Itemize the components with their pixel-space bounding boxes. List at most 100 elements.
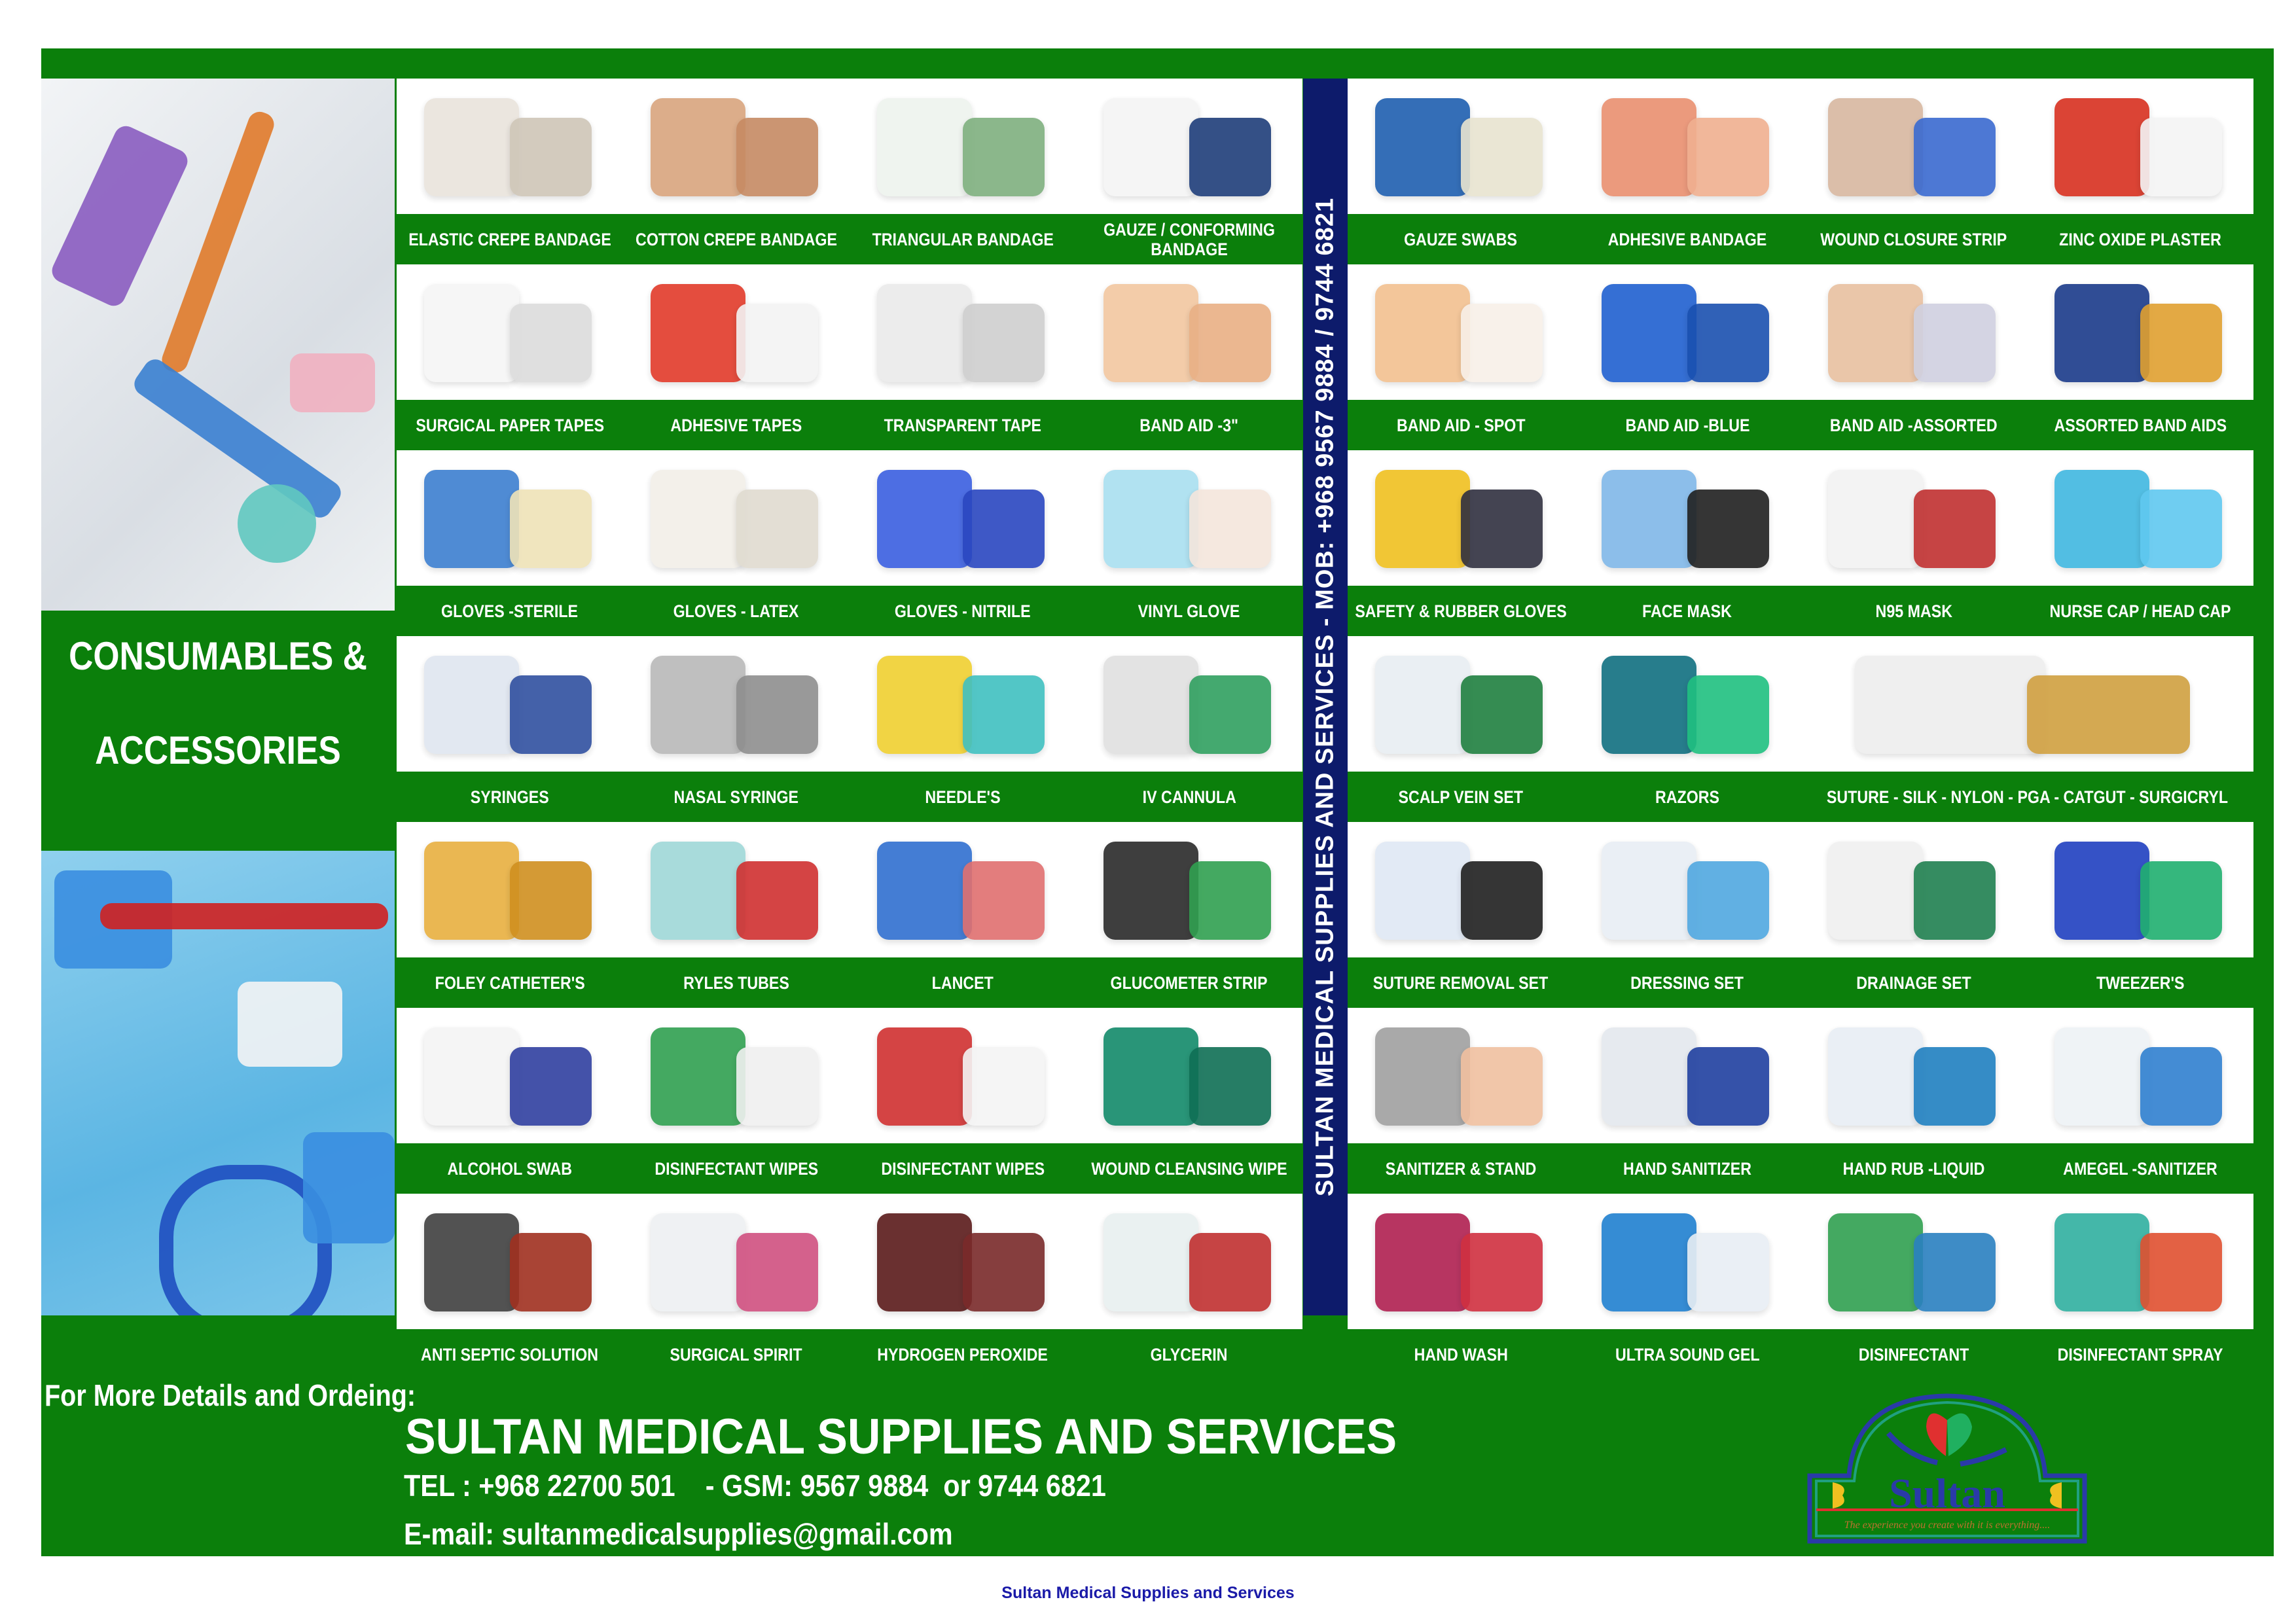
- product-glucometer-strip: GLUCOMETER STRIP: [1076, 822, 1302, 1008]
- product-label-text: GLYCERIN: [1151, 1344, 1228, 1364]
- product-image: [1801, 636, 2253, 772]
- product-image: [397, 636, 623, 772]
- product-label: LANCET: [850, 957, 1076, 1008]
- product-image: [1076, 79, 1302, 214]
- product-label-text: ASSORTED BAND AIDS: [2054, 415, 2227, 435]
- product-label: TRANSPARENT TAPE: [850, 400, 1076, 450]
- product-label-text: RAZORS: [1655, 787, 1720, 807]
- product-label-text: SAFETY & RUBBER GLOVES: [1355, 601, 1567, 621]
- product-label-text: DISINFECTANT WIPES: [655, 1158, 818, 1179]
- product-label: GLOVES - NITRILE: [850, 586, 1076, 636]
- product-syringes: SYRINGES: [397, 636, 623, 822]
- product-image: [1076, 264, 1302, 400]
- product-label: DISINFECTANT WIPES: [623, 1143, 850, 1194]
- product-label-text: AMEGEL -SANITIZER: [2063, 1158, 2217, 1179]
- product-suture-removal-set: SUTURE REMOVAL SET: [1348, 822, 1574, 1008]
- product-label: NURSE CAP / HEAD CAP: [2027, 586, 2253, 636]
- product-label-text: SUTURE - SILK - NYLON - PGA - CATGUT - S…: [1826, 787, 2228, 807]
- product-label-text: FACE MASK: [1642, 601, 1732, 621]
- product-label-text: WOUND CLEANSING WIPE: [1091, 1158, 1287, 1179]
- product-label: BAND AID -BLUE: [1574, 400, 1801, 450]
- product-label: BAND AID -ASSORTED: [1801, 400, 2027, 450]
- product-label: SUTURE REMOVAL SET: [1348, 957, 1574, 1008]
- product-label-text: GLOVES - LATEX: [673, 601, 799, 621]
- product-image: [850, 450, 1076, 586]
- consumables-collage-photo: [41, 79, 395, 611]
- product-label-text: DISINFECTANT: [1858, 1344, 1969, 1364]
- product-image: [1574, 264, 1801, 400]
- product-label-text: LANCET: [931, 972, 994, 993]
- product-image: [1574, 1008, 1801, 1143]
- product-disinfectant-wipes: DISINFECTANT WIPES: [623, 1008, 850, 1194]
- product-label: SANITIZER & STAND: [1348, 1143, 1574, 1194]
- product-image: [397, 450, 623, 586]
- product-label-text: TWEEZER'S: [2096, 972, 2185, 993]
- product-hand-rub-liquid: HAND RUB -LIQUID: [1801, 1008, 2027, 1194]
- product-image: [850, 79, 1076, 214]
- product-label: ADHESIVE BANDAGE: [1574, 214, 1801, 264]
- product-image: [2027, 450, 2253, 586]
- product-image: [397, 264, 623, 400]
- product-image: [623, 450, 850, 586]
- medical-equipment-photo: [41, 851, 395, 1315]
- product-image: [1801, 822, 2027, 957]
- product-image: [1076, 1008, 1302, 1143]
- vertical-contact-banner: SULTAN MEDICAL SUPPLIES AND SERVICES - M…: [1303, 79, 1348, 1315]
- product-label: SURGICAL SPIRIT: [623, 1329, 850, 1380]
- product-label-text: TRANSPARENT TAPE: [884, 415, 1042, 435]
- product-label: GAUZE SWABS: [1348, 214, 1574, 264]
- product-disinfectant-wipes: DISINFECTANT WIPES: [850, 1008, 1076, 1194]
- product-disinfectant: DISINFECTANT: [1801, 1194, 2027, 1380]
- product-label-text: SURGICAL SPIRIT: [670, 1344, 803, 1364]
- product-label-text: GLOVES - NITRILE: [895, 601, 1031, 621]
- footer-intro: For More Details and Ordeing:: [45, 1378, 416, 1412]
- product-label: HAND RUB -LIQUID: [1801, 1143, 2027, 1194]
- product-hand-sanitizer: HAND SANITIZER: [1574, 1008, 1801, 1194]
- product-label: BAND AID -3": [1076, 400, 1302, 450]
- product-label: HYDROGEN PEROXIDE: [850, 1329, 1076, 1380]
- page-footer-caption: Sultan Medical Supplies and Services: [1001, 1584, 1295, 1602]
- product-label-text: GLUCOMETER STRIP: [1111, 972, 1268, 993]
- product-image: [850, 822, 1076, 957]
- product-razors: RAZORS: [1574, 636, 1801, 822]
- product-tweezer-s: TWEEZER'S: [2027, 822, 2253, 1008]
- product-alcohol-swab: ALCOHOL SWAB: [397, 1008, 623, 1194]
- product-image: [850, 636, 1076, 772]
- product-label-text: IV CANNULA: [1142, 787, 1236, 807]
- product-image: [2027, 264, 2253, 400]
- product-label-text: ELASTIC CREPE BANDAGE: [408, 229, 611, 249]
- product-elastic-crepe-bandage: ELASTIC CREPE BANDAGE: [397, 79, 623, 264]
- product-adhesive-bandage: ADHESIVE BANDAGE: [1574, 79, 1801, 264]
- product-grid-left: ELASTIC CREPE BANDAGE COTTON CREPE BANDAG…: [397, 79, 1302, 1380]
- product-label: COTTON CREPE BANDAGE: [623, 214, 850, 264]
- product-n95-mask: N95 MASK: [1801, 450, 2027, 636]
- product-label-text: ADHESIVE BANDAGE: [1607, 229, 1767, 249]
- product-image: [623, 264, 850, 400]
- product-safety-rubber-gloves: SAFETY & RUBBER GLOVES: [1348, 450, 1574, 636]
- product-label: GAUZE / CONFORMING BANDAGE: [1076, 214, 1302, 264]
- product-label: NEEDLE'S: [850, 772, 1076, 822]
- product-label: WOUND CLEANSING WIPE: [1076, 1143, 1302, 1194]
- product-nasal-syringe: NASAL SYRINGE: [623, 636, 850, 822]
- product-label-text: BAND AID -3": [1139, 415, 1239, 435]
- product-label: RAZORS: [1574, 772, 1801, 822]
- product-image: [1801, 1194, 2027, 1329]
- product-label: VINYL GLOVE: [1076, 586, 1302, 636]
- product-image: [1574, 636, 1801, 772]
- product-label: IV CANNULA: [1076, 772, 1302, 822]
- product-label-text: HAND WASH: [1414, 1344, 1508, 1364]
- product-label-text: ADHESIVE TAPES: [670, 415, 802, 435]
- product-label: SUTURE - SILK - NYLON - PGA - CATGUT - S…: [1801, 772, 2253, 822]
- product-scalp-vein-set: SCALP VEIN SET: [1348, 636, 1574, 822]
- product-label: TRIANGULAR BANDAGE: [850, 214, 1076, 264]
- product-label-text: SANITIZER & STAND: [1385, 1158, 1537, 1179]
- product-amegel-sanitizer: AMEGEL -SANITIZER: [2027, 1008, 2253, 1194]
- product-image: [1801, 79, 2027, 214]
- product-label-text: COTTON CREPE BANDAGE: [636, 229, 837, 249]
- product-label-text: ANTI SEPTIC SOLUTION: [421, 1344, 599, 1364]
- product-label-text: HYDROGEN PEROXIDE: [877, 1344, 1049, 1364]
- product-image: [1348, 450, 1574, 586]
- vertical-banner-text: SULTAN MEDICAL SUPPLIES AND SERVICES - M…: [1311, 197, 1339, 1197]
- product-label-text: ZINC OXIDE PLASTER: [2059, 229, 2221, 249]
- product-hydrogen-peroxide: HYDROGEN PEROXIDE: [850, 1194, 1076, 1380]
